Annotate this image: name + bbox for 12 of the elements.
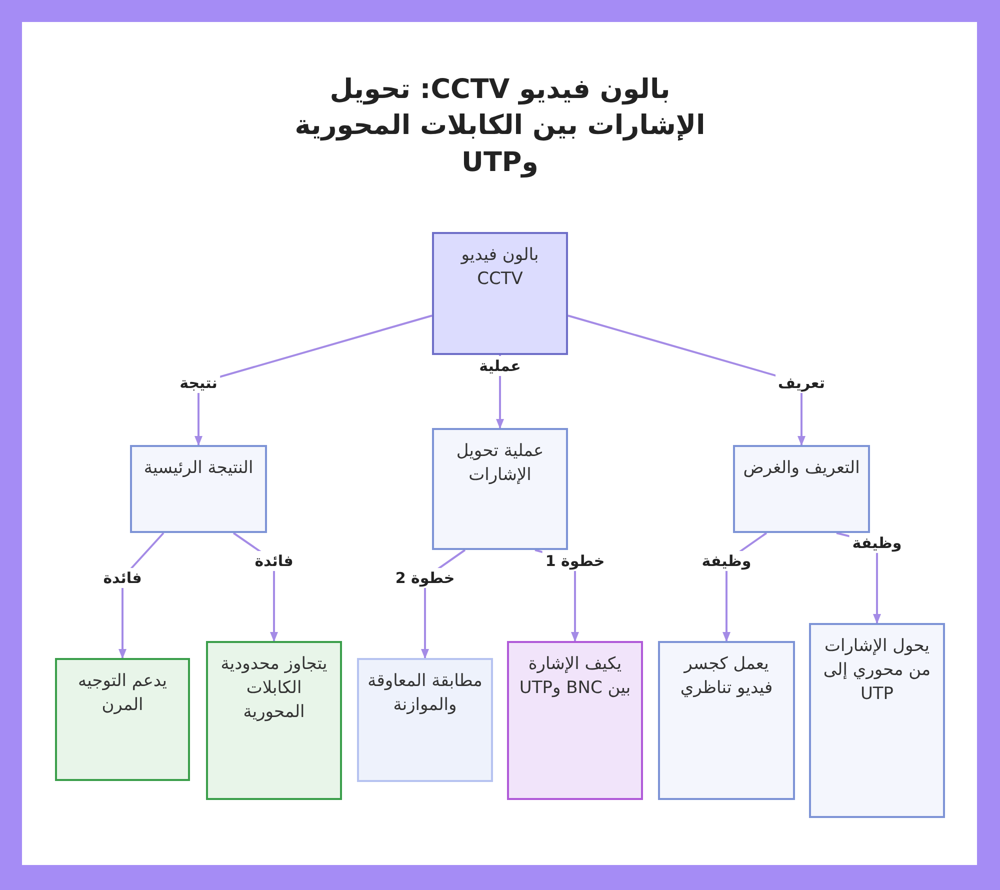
arrow <box>194 314 432 446</box>
process-box: يتجاوز محدودية الكابلات المحورية <box>206 641 342 800</box>
process-box: يدعم التوجيه المرن <box>55 658 190 781</box>
process-box: يحول الإشارات من محوري إلى UTP <box>809 623 945 818</box>
process-box: يكيف الإشارة بين BNC وUTP <box>507 641 643 800</box>
process-box: بالون فيديو CCTV <box>432 232 568 355</box>
process-box: التعريف والغرض <box>733 445 870 533</box>
process-box: عملية تحويل الإشارات <box>432 428 568 550</box>
process-box: مطابقة المعاوقة والموازنة <box>357 658 493 782</box>
process-box: يعمل كجسر فيديو تناظري <box>658 641 795 800</box>
diagram-title: بالون فيديو CCTV: تحويل الإشارات بين الكابلات المحورية وUTP <box>294 73 706 180</box>
process-box: النتيجة الرئيسية <box>130 445 267 533</box>
